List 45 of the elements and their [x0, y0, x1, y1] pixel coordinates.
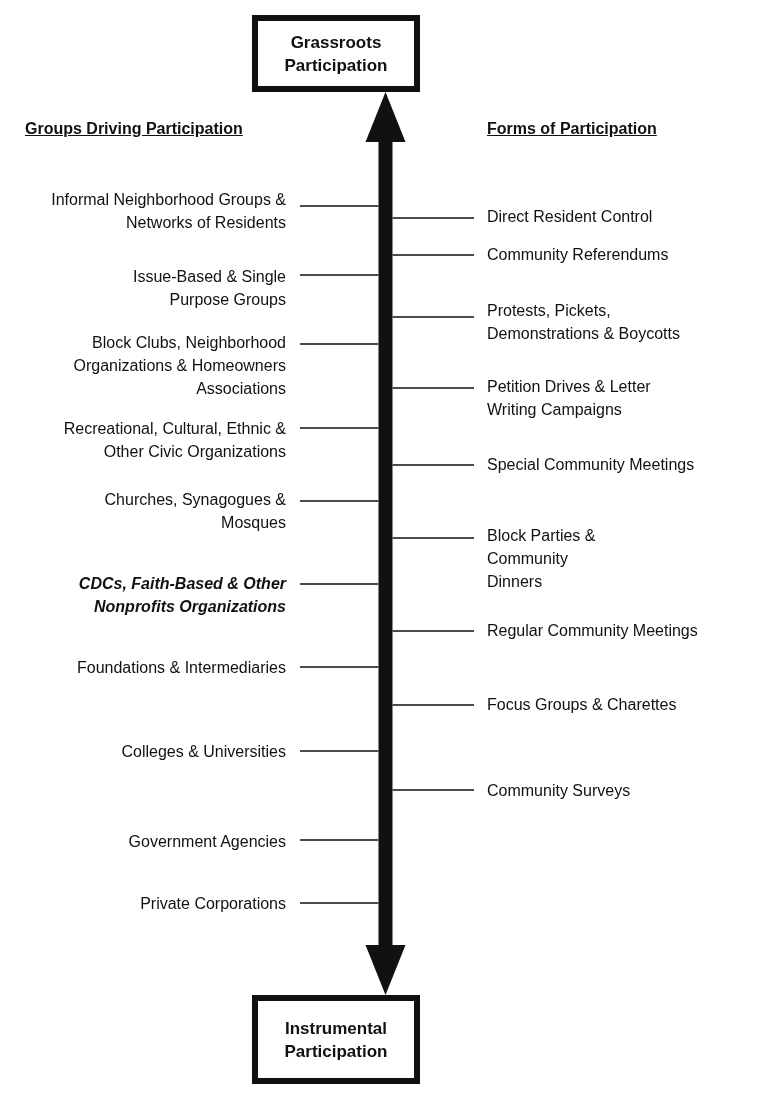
leader-line [299, 750, 380, 752]
leader-line [391, 316, 475, 318]
participation-form-label: Direct Resident Control [487, 207, 653, 227]
leader-line [391, 537, 475, 539]
participation-box [252, 995, 420, 1084]
leader-line [391, 789, 475, 791]
participation-form-label: Regular Community Meetings [487, 621, 698, 641]
group-label: Recreational, Cultural, Ethnic & Other Civic Organizations [62, 419, 286, 462]
leader-line [299, 274, 380, 276]
group-label: Churches, Synagogues & Mosques [103, 490, 286, 533]
participation-form-label: Block Parties & Community Dinners [487, 526, 597, 592]
leader-line [391, 464, 475, 466]
group-label: CDCs, Faith-Based & Other Nonprofits Organizations [77, 574, 286, 617]
leader-line [391, 254, 475, 256]
leader-line [391, 630, 475, 632]
column-heading: Groups Driving Participation [25, 120, 243, 138]
leader-line [299, 343, 380, 345]
leader-line [299, 427, 380, 429]
box-title: Instrumental Participation [283, 1017, 389, 1063]
leader-line [299, 839, 380, 841]
group-label: Colleges & Universities [121, 742, 286, 762]
group-label: Government Agencies [128, 832, 286, 852]
participation-form-label: Petition Drives & Letter Writing Campaigns [487, 377, 652, 420]
participation-form-label: Community Surveys [487, 781, 631, 801]
group-label: Foundations & Intermediaries [77, 658, 286, 678]
leader-line [299, 902, 380, 904]
box-title: Grassroots Participation [283, 31, 389, 77]
group-label: Private Corporations [140, 894, 286, 914]
participation-form-label: Special Community Meetings [487, 455, 695, 475]
participation-form-label: Community Referendums [487, 245, 669, 265]
group-label: Issue-Based & Single Purpose Groups [132, 267, 286, 310]
leader-line [299, 583, 380, 585]
double-headed-arrow [365, 92, 406, 995]
leader-line [391, 387, 475, 389]
participation-box [252, 15, 420, 92]
participation-form-label: Focus Groups & Charettes [487, 695, 677, 715]
leader-line [299, 666, 380, 668]
leader-line [391, 704, 475, 706]
leader-line [299, 500, 380, 502]
group-label: Block Clubs, Neighborhood Organizations & Homeowners Associations [72, 333, 286, 399]
leader-line [391, 217, 475, 219]
participation-form-label: Protests, Pickets, Demonstrations & Boycotts [487, 301, 681, 344]
leader-line [299, 205, 380, 207]
column-heading: Forms of Participation [487, 120, 657, 138]
group-label: Informal Neighborhood Groups & Networks of Residents [50, 190, 286, 233]
